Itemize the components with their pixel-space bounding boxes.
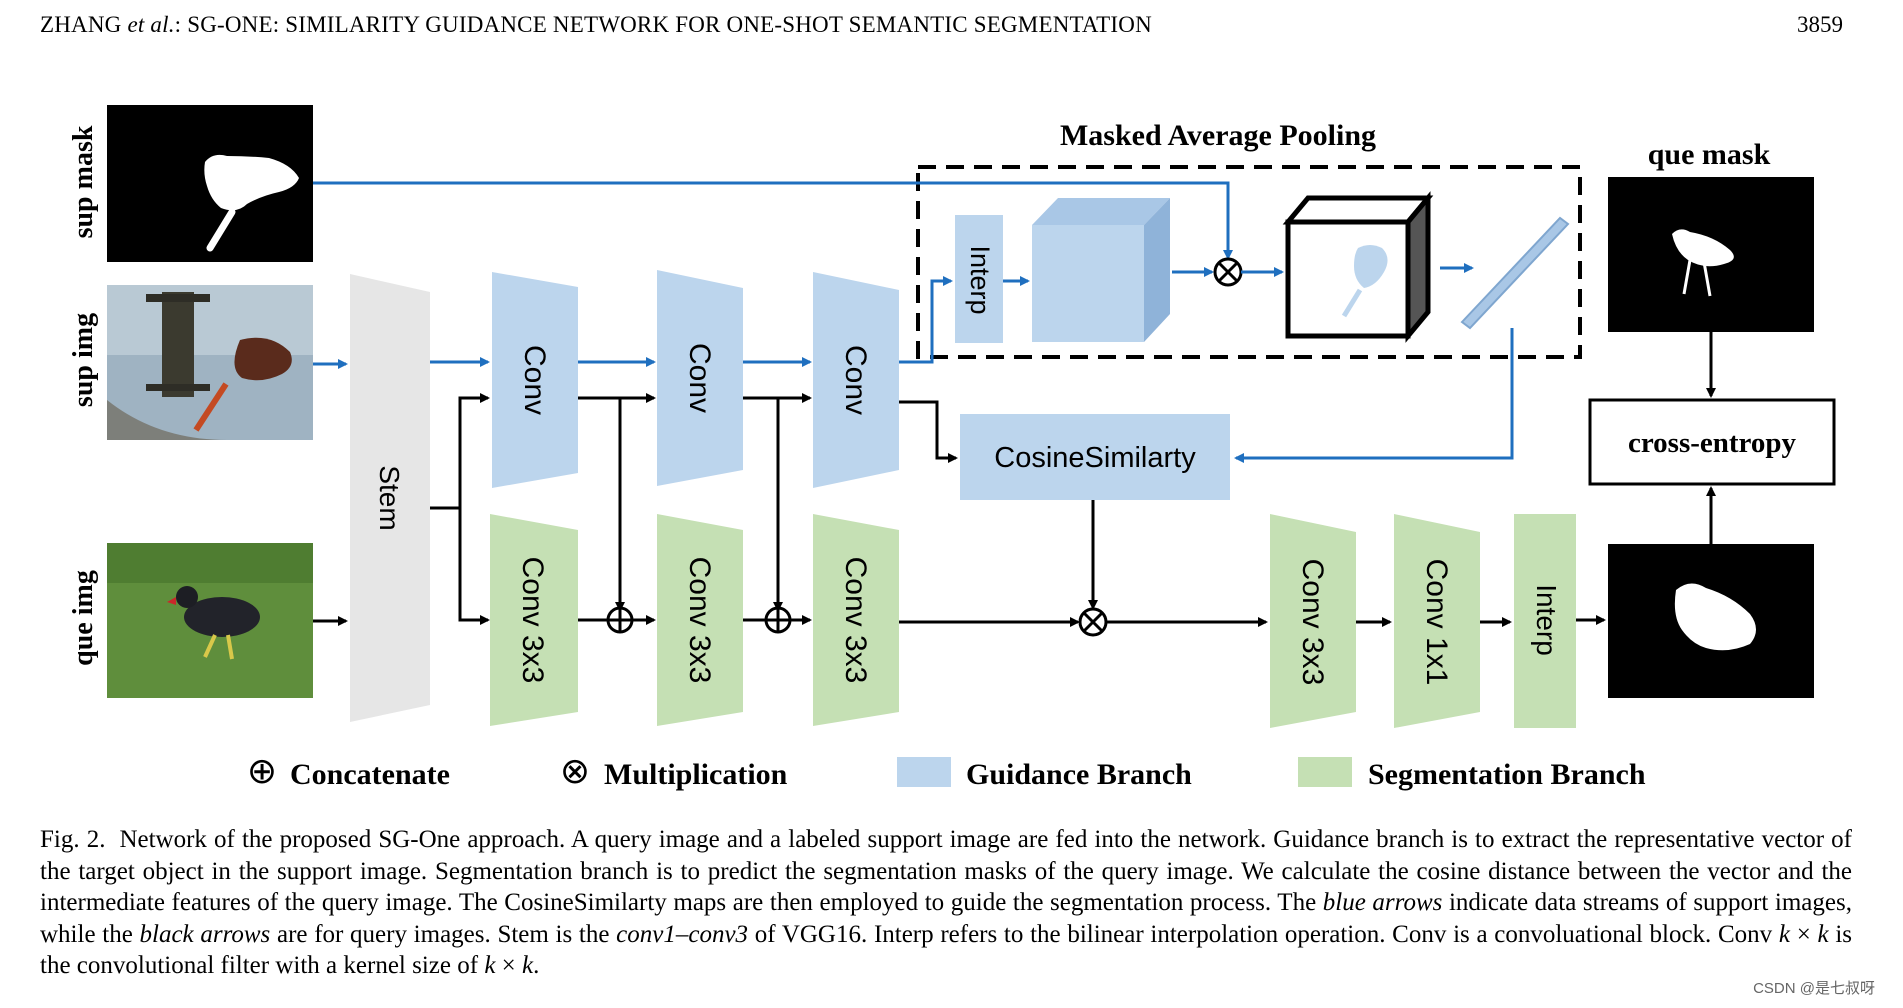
segmentation-conv-2: Conv 3x3 — [657, 514, 743, 726]
feature-cube — [1032, 198, 1170, 342]
query-image-photo — [107, 543, 313, 698]
arrow-supmask-multiply — [313, 181, 1233, 260]
concat-symbol-1 — [606, 606, 634, 634]
map-label: Masked Average Pooling — [1060, 119, 1376, 152]
head-conv1x1: Conv 1x1 — [1394, 514, 1480, 728]
legend-concatenate-icon: ⊕ — [247, 751, 277, 792]
arrow-vector-cosine — [1234, 328, 1514, 463]
masked-feature-cube — [1282, 191, 1434, 343]
legend-guidance-label: Guidance Branch — [966, 758, 1192, 791]
legend-segmentation-swatch — [1298, 757, 1352, 787]
head-conv3x3-label: Conv 3x3 — [1296, 559, 1329, 686]
guidance-conv-1: Conv — [492, 272, 578, 488]
sup-mask-image — [107, 105, 313, 262]
head-conv3x3: Conv 3x3 — [1270, 514, 1356, 728]
running-header-title: ZHANG et al.: SG-ONE: SIMILARITY GUIDANC… — [40, 12, 1152, 37]
segmentation-conv-3-label: Conv 3x3 — [839, 557, 872, 684]
arrow-conv3-cosine — [899, 400, 958, 463]
label-sup-img: sup img — [68, 313, 99, 407]
query-mask-image — [1608, 177, 1814, 332]
stem-label: Stem — [374, 465, 405, 530]
guidance-conv-3-label: Conv — [839, 345, 872, 415]
concat-symbol-2 — [764, 606, 792, 634]
map-dashed-box — [916, 165, 1582, 359]
cross-entropy-block: cross-entropy — [1588, 398, 1836, 486]
figure-caption: Fig. 2.Network of the proposed SG-One ap… — [40, 826, 1853, 979]
segmentation-conv-3: Conv 3x3 — [813, 514, 899, 726]
guidance-conv-3: Conv — [813, 272, 899, 488]
representative-vector — [1460, 216, 1570, 330]
cosine-similarity-block: CosineSimilarty — [960, 414, 1230, 500]
legend-guidance-swatch — [897, 757, 951, 787]
head-conv1x1-label: Conv 1x1 — [1420, 559, 1453, 686]
guidance-conv-1-label: Conv — [518, 345, 551, 415]
prediction-mask-image — [1608, 544, 1814, 698]
guidance-conv-2: Conv — [657, 270, 743, 486]
watermark: CSDN @是七叔呀 — [1753, 980, 1875, 997]
map-multiply-symbol — [1213, 257, 1243, 287]
arrow-stem-seg1 — [458, 508, 490, 625]
stem-block: Stem — [350, 274, 430, 722]
arrow-stem-conv1-query — [430, 393, 490, 510]
sg-one-network-diagram: sup mask sup img que img Stem — [68, 105, 1836, 792]
legend-multiplication-icon: ⊗ — [560, 751, 590, 792]
arrow-conv3-interp — [899, 276, 953, 364]
label-sup-mask: sup mask — [68, 125, 99, 238]
sup-image-photo — [107, 285, 313, 440]
cross-entropy-label: cross-entropy — [1628, 427, 1797, 459]
legend-multiplication-label: Multiplication — [604, 758, 788, 791]
seg-multiply-symbol — [1078, 607, 1108, 637]
segmentation-conv-1-label: Conv 3x3 — [516, 557, 549, 684]
page-number: 3859 — [1797, 12, 1843, 37]
head-interp-label: Interp — [1531, 584, 1562, 656]
label-que-img: que img — [68, 570, 99, 666]
caption-fig-label: Fig. 2. — [40, 826, 106, 853]
segmentation-conv-1: Conv 3x3 — [490, 514, 578, 726]
segmentation-conv-2-label: Conv 3x3 — [683, 557, 716, 684]
legend-segmentation-label: Segmentation Branch — [1368, 758, 1646, 791]
que-mask-label: que mask — [1648, 138, 1771, 171]
cosine-similarity-label: CosineSimilarty — [994, 442, 1196, 474]
legend: ⊕ Concatenate ⊗ Multiplication Guidance … — [247, 751, 1646, 792]
head-interp: Interp — [1514, 514, 1576, 728]
legend-concatenate-label: Concatenate — [290, 758, 450, 791]
map-interp-label: Interp — [965, 245, 995, 314]
map-interp-block: Interp — [955, 215, 1003, 343]
guidance-conv-2-label: Conv — [683, 343, 716, 413]
